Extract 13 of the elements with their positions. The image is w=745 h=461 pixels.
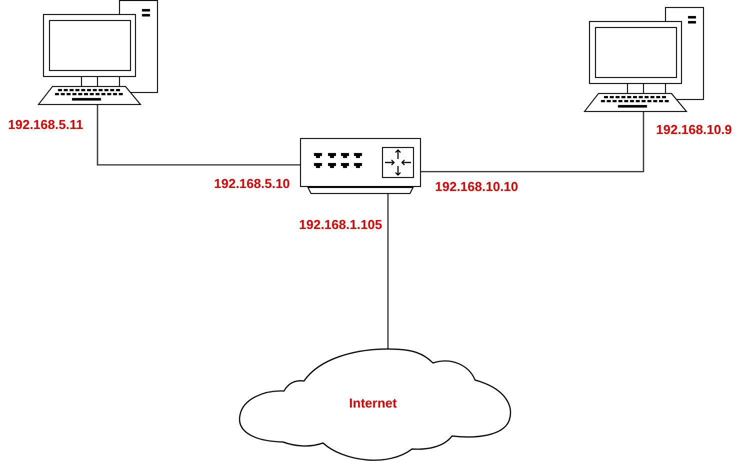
cloud (239, 349, 511, 461)
ip-address-label: 192.168.5.11 (8, 117, 84, 132)
ip-address-label: 192.168.10.9 (656, 122, 732, 137)
connection-line (387, 194, 389, 350)
ip-address-label: 192.168.1.105 (299, 217, 382, 232)
ip-address-label: 192.168.5.10 (214, 176, 290, 191)
ip-address-label: 192.168.10.10 (435, 179, 518, 194)
desktop-computer-icon (37, 0, 158, 105)
cloud-label: Internet (349, 396, 397, 410)
desktop-computer-icon (583, 7, 704, 112)
router-icon (300, 138, 421, 194)
connection-line (421, 112, 644, 172)
connection-line (96, 105, 300, 166)
